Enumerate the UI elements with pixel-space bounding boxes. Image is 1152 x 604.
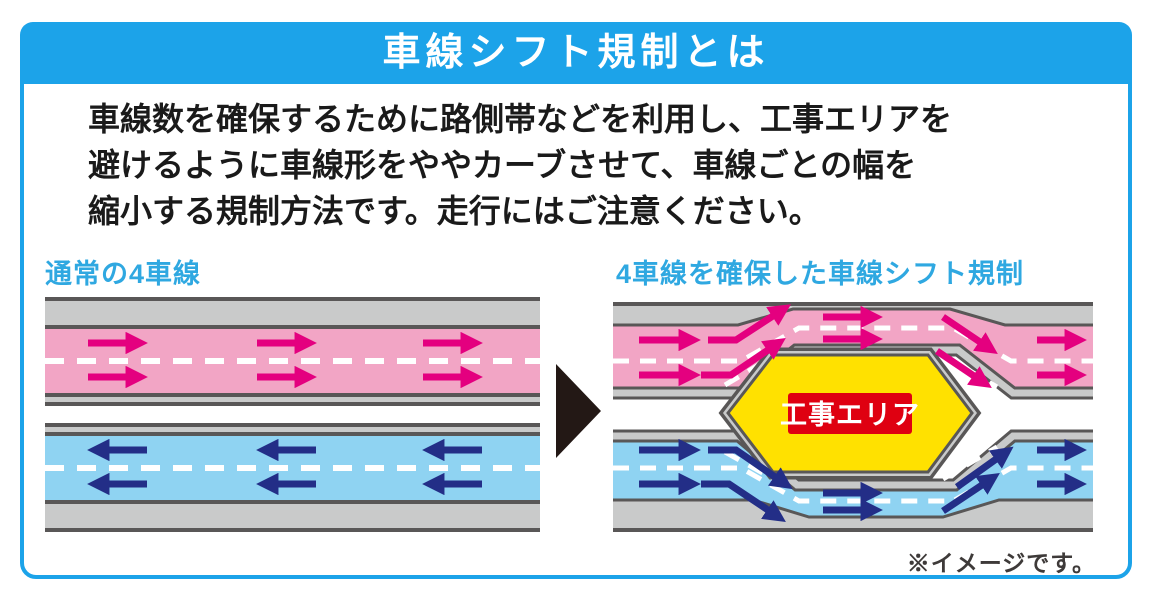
description-text: 車線数を確保するために路側帯などを利用し、工事エリアを 避けるように車線形をやや… — [88, 96, 1088, 234]
construction-area-sign: 工事エリア — [780, 393, 920, 434]
blue-lane-arrows — [639, 438, 1087, 522]
road-edges — [45, 297, 540, 532]
page-title: 車線シフト規制とは — [382, 32, 770, 74]
lane-dividers — [45, 358, 540, 471]
footnote: ※イメージです。 — [906, 550, 1096, 576]
description-line-3: 縮小する規制方法です。走行にはご注意ください。 — [88, 193, 821, 229]
normal-lanes-diagram — [45, 297, 540, 532]
road-edges — [613, 302, 1093, 532]
pink-lane-arrows — [88, 331, 483, 389]
transition-arrow-icon — [556, 364, 601, 458]
title-bar: 車線シフト規制とは — [20, 22, 1132, 84]
lane-shift-diagram: 工事エリア — [613, 302, 1093, 532]
lane-shift-label: 4車線を確保した車線シフト規制 — [616, 259, 1025, 289]
description-line-1: 車線数を確保するために路側帯などを利用し、工事エリアを — [88, 101, 953, 137]
pink-lane-arrows — [639, 304, 1087, 389]
description-line-2: 避けるように車線形をややカーブさせて、車線ごとの幅を — [88, 147, 917, 183]
construction-area-label: 工事エリア — [780, 400, 920, 430]
blue-lane-arrows — [87, 438, 482, 496]
normal-lanes-label: 通常の4車線 — [45, 259, 202, 289]
